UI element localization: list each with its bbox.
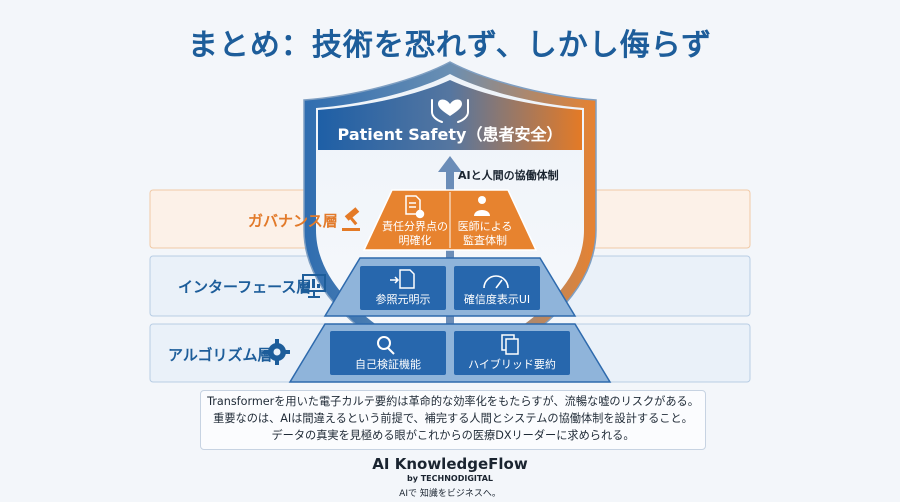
heart-hands-icon xyxy=(431,99,469,123)
box-line: 明確化 xyxy=(398,234,432,247)
box-line: 責任分界点の xyxy=(382,220,448,233)
summary-note: Transformerを用いた電子カルテ要約は革命的な効率化をもたらすが、流暢な… xyxy=(200,390,706,450)
note-line: 重要なのは、AIは間違えるという前提で、補完する人間とシステムの協働体制を設計す… xyxy=(213,412,693,425)
box-source-citation-label: 参照元明示 xyxy=(375,293,431,306)
gauge-icon xyxy=(483,275,509,289)
gavel-icon xyxy=(342,207,360,231)
governance-box-audit: 医師による 監査体制 xyxy=(450,220,520,248)
magnifier-icon xyxy=(377,336,395,355)
note-line: Transformerを用いた電子カルテ要約は革命的な効率化をもたらすが、流暢な… xyxy=(207,395,699,408)
document-arrow-icon xyxy=(390,269,415,289)
governance-box-responsibility: 責任分界点の 明確化 xyxy=(380,220,450,248)
box-line: 監査体制 xyxy=(463,234,507,247)
doctor-icon xyxy=(474,196,490,216)
layer-label-algorithm: アルゴリズム層 xyxy=(168,346,273,364)
box-self-verification-label: 自己検証機能 xyxy=(355,358,421,371)
box-line: 医師による xyxy=(457,220,513,233)
document-check-icon xyxy=(405,195,425,219)
brand-tagline: AIで 知識をビジネスへ。 xyxy=(399,489,501,499)
box-confidence-ui-label: 確信度表示UI xyxy=(463,293,531,306)
brand-by: by TECHNODIGITAL xyxy=(407,474,493,483)
layer-label-interface: インターフェース層 xyxy=(178,278,312,296)
collaboration-label: AIと人間の協働体制 xyxy=(458,169,559,182)
box-hybrid-summary-label: ハイブリッド要約 xyxy=(468,358,556,371)
gear-icon xyxy=(264,339,290,365)
layer-label-governance: ガバナンス層 xyxy=(248,212,338,230)
document-swap-icon xyxy=(501,334,519,355)
page-title: まとめ：技術を恐れず、しかし侮らず xyxy=(187,28,713,63)
box-self-verification[interactable] xyxy=(330,331,446,375)
patient-safety-label: Patient Safety（患者安全） xyxy=(337,125,563,144)
monitor-chart-icon xyxy=(302,274,326,298)
brand-name: AI KnowledgeFlow xyxy=(372,455,528,473)
note-line: データの真実を見極める眼がこれからの医療DXリーダーに求められる。 xyxy=(271,429,635,442)
